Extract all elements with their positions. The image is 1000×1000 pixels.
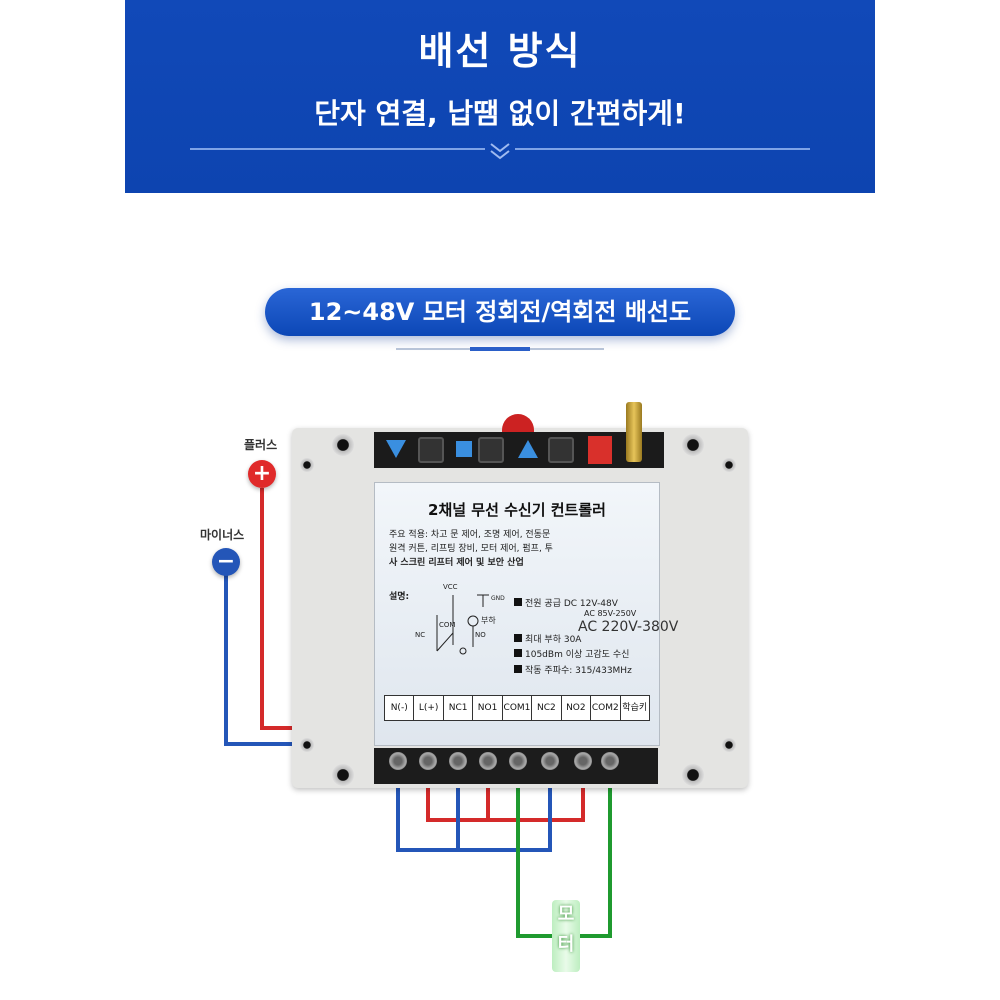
terminal-label-strip: N(-) L(+) NC1 NO1 COM1 NC2 NO2 COM2 학습키: [384, 695, 650, 721]
banner-divider-right: [515, 148, 810, 150]
button-c[interactable]: [548, 437, 574, 463]
panel-app-line3: 사 스크린 리프터 제어 및 보안 산업: [389, 558, 524, 568]
terminal-screw-icon[interactable]: [449, 752, 467, 770]
mount-screw-icon: [332, 434, 354, 456]
terminal-label: COM1: [503, 696, 533, 720]
minus-label: 마이너스: [200, 528, 245, 542]
terminal-label: NO1: [473, 696, 503, 720]
spec-ac-small: AC 85V-250V: [584, 609, 637, 618]
red-loop: [426, 780, 585, 822]
mount-screw-icon: [682, 764, 704, 786]
terminal-screw-icon[interactable]: [389, 752, 407, 770]
terminal-screw-icon[interactable]: [419, 752, 437, 770]
terminal-label: NC2: [532, 696, 562, 720]
blue-loop: [396, 780, 552, 852]
terminal-label: N(-): [385, 696, 415, 720]
up-arrow-icon: [518, 440, 538, 458]
mount-screw-icon: [332, 764, 354, 786]
minus-terminal-icon: −: [212, 548, 240, 576]
spec-sensitivity: 105dBm 이상 고감도 수신: [514, 647, 629, 660]
antenna-base-cap: [502, 414, 534, 432]
panel-app-line2: 원격 커튼, 리프팅 장비, 모터 제어, 펌프, 투: [389, 544, 553, 554]
terminal-label: L(+): [414, 696, 444, 720]
antenna-connector: [626, 402, 642, 462]
terminal-screw-icon[interactable]: [541, 752, 559, 770]
plus-label: 플러스: [244, 438, 278, 452]
terminal-label: 학습키: [622, 703, 648, 713]
section-underline-accent: [470, 347, 530, 351]
load-label: 부하: [481, 616, 496, 625]
gnd-label: GND: [491, 595, 505, 602]
terminal-label: NO2: [562, 696, 592, 720]
spec-frequency: 작동 주파수: 315/433MHz: [514, 663, 632, 676]
terminal-screw-icon[interactable]: [601, 752, 619, 770]
down-arrow-icon: [386, 440, 406, 458]
chevron-down-icon: [490, 143, 510, 160]
com-label: COM: [439, 621, 456, 629]
green-wire-com1: [516, 780, 552, 938]
spec-ac-big: AC 220V-380V: [578, 619, 679, 635]
spec-max-load: 최대 부하 30A: [514, 632, 581, 645]
plus-terminal-icon: +: [248, 460, 276, 488]
header-banner: 배선 방식 단자 연결, 납땜 없이 간편하게!: [125, 0, 875, 193]
panel-desc-label: 설명:: [389, 592, 410, 602]
motor-label: 모터: [552, 900, 580, 972]
banner-subtitle: 단자 연결, 납땜 없이 간편하게!: [314, 97, 686, 130]
mount-screw-icon: [682, 434, 704, 456]
side-hole-icon: [300, 738, 314, 752]
dip-switch[interactable]: [588, 436, 612, 464]
square-icon: [456, 441, 472, 457]
nc-label: NC: [415, 631, 426, 639]
vcc-label: VCC: [443, 583, 458, 591]
side-hole-icon: [300, 458, 314, 472]
panel-app-line1: 주요 적용: 차고 문 제어, 조명 제어, 전동문: [389, 530, 551, 540]
button-b[interactable]: [478, 437, 504, 463]
relay-schematic: [436, 594, 489, 655]
no-label: NO: [475, 631, 486, 639]
banner-divider-left: [190, 148, 485, 150]
terminal-screw-icon[interactable]: [479, 752, 497, 770]
banner-title: 배선 방식: [418, 29, 582, 73]
side-hole-icon: [722, 738, 736, 752]
section-title-pill: 12~48V 모터 정회전/역회전 배선도: [265, 288, 735, 336]
panel-title: 2채널 무선 수신기 컨트롤러: [428, 501, 606, 519]
spec-power: 전원 공급 DC 12V-48V: [514, 596, 618, 609]
terminal-screw-icon[interactable]: [509, 752, 527, 770]
button-a[interactable]: [418, 437, 444, 463]
terminal-label: NC1: [444, 696, 474, 720]
green-wire-com2: [580, 780, 612, 938]
terminal-label: COM2: [591, 696, 621, 720]
side-hole-icon: [722, 458, 736, 472]
terminal-screw-icon[interactable]: [574, 752, 592, 770]
